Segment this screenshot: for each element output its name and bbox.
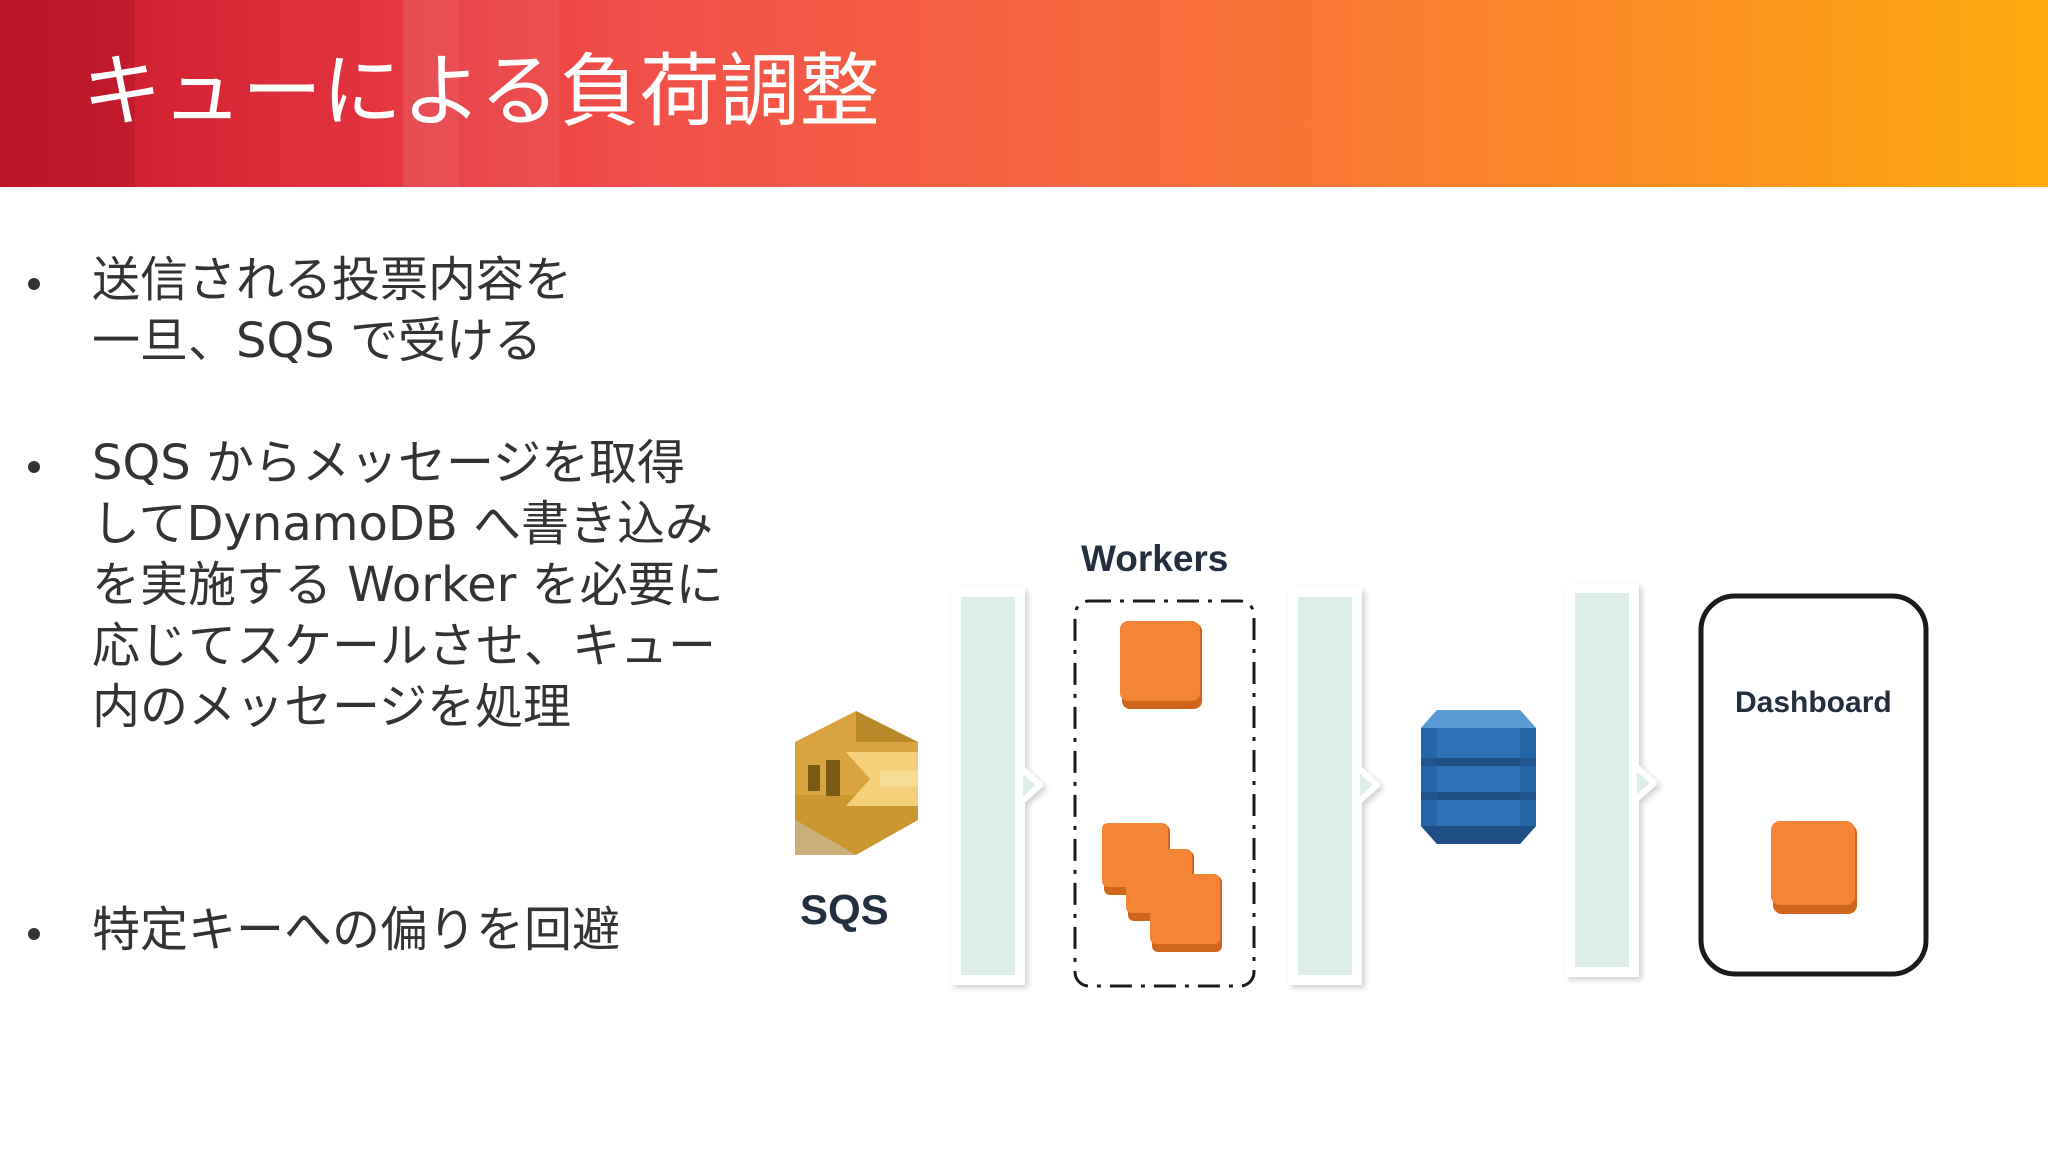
sqs-label: SQS [800,886,889,933]
header-stripe [0,0,135,187]
dynamodb-icon [1421,710,1536,844]
dashboard-instance-icon [1771,821,1857,914]
ec2-instances-icon [1102,823,1222,952]
bullet-text: SQS からメッセージを取得 してDynamoDB へ書き込み を実施する Wo… [92,435,724,735]
sqs-icon [795,711,918,855]
dashboard-label: Dashboard [1735,686,1892,719]
header-stripe [403,0,459,187]
flow-arrow [951,587,1043,985]
bullet-text: 送信される投票内容を 一旦、SQS で受ける [92,252,573,369]
bullet-dot [28,461,40,473]
header-stripe [459,0,559,187]
flow-arrow [1288,587,1380,985]
bullet-dot [28,278,40,290]
slide-header: キューによる負荷調整 [0,0,2048,187]
ec2-instance-icon [1120,621,1202,709]
workers-label: Workers [1081,538,1229,579]
workers-autoscaling-group [1073,599,1256,988]
bullet-text: 特定キーへの偏りを回避 [92,902,621,958]
bullet-dot [28,928,40,940]
slide-title: キューによる負荷調整 [82,45,880,138]
dashboard-client-box [1698,593,1929,977]
flow-arrow [1565,583,1657,977]
